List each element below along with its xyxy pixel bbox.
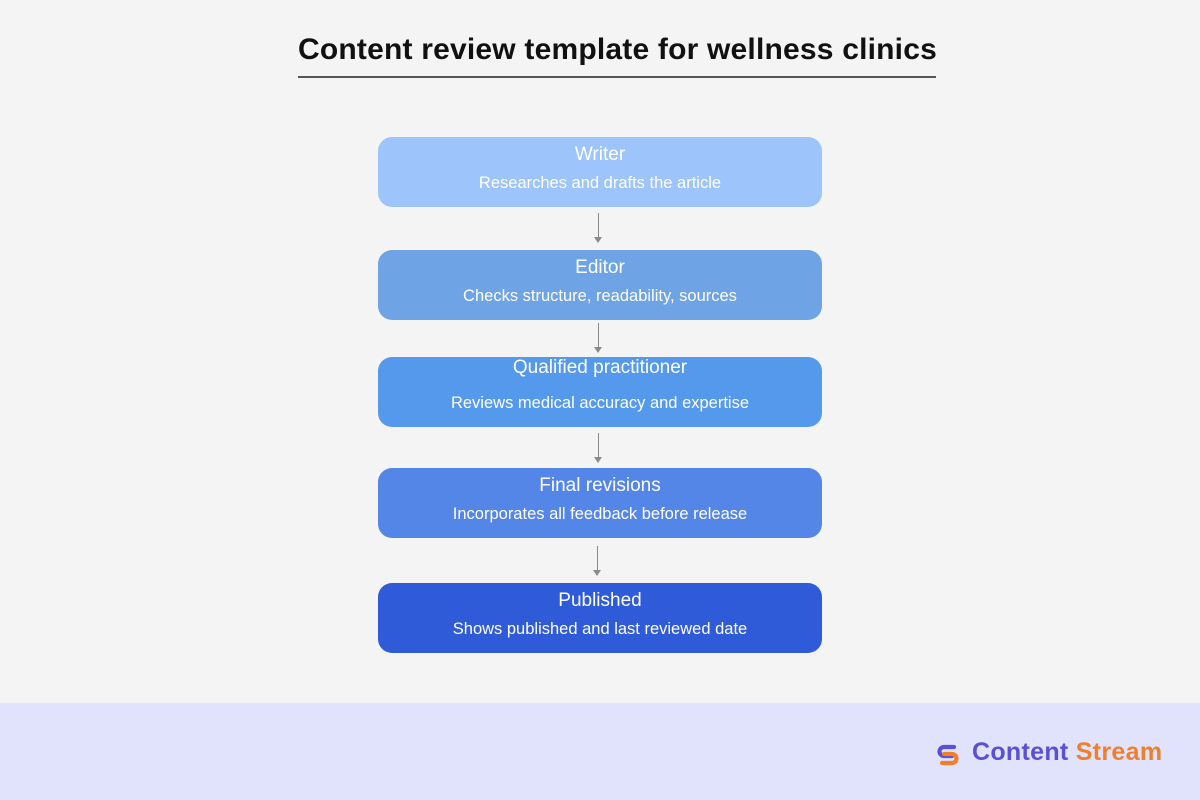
step-writer: Writer Researches and drafts the article (378, 137, 822, 207)
step-description: Checks structure, readability, sources (463, 287, 737, 305)
step-description: Incorporates all feedback before release (452, 505, 748, 523)
connector-arrow (592, 323, 604, 353)
brand-name-part1: Content (972, 738, 1069, 766)
step-qualified-practitioner: Qualified practitioner Reviews medical a… (378, 357, 822, 427)
brand-name-part2: Stream (1075, 738, 1163, 766)
step-title: Editor (575, 257, 625, 278)
step-editor: Editor Checks structure, readability, so… (378, 250, 822, 320)
title-block: Content review template for wellness cli… (298, 28, 937, 78)
step-published: Published Shows published and last revie… (378, 583, 822, 653)
connector-arrow (592, 213, 604, 243)
step-description: Researches and drafts the article (478, 174, 722, 192)
step-title: Qualified practitioner (512, 357, 688, 378)
brand-name: Content Stream (972, 738, 1162, 767)
step-description: Shows published and last reviewed date (452, 620, 748, 638)
step-title: Final revisions (539, 475, 661, 496)
content-stream-logo-icon (937, 744, 959, 766)
step-title: Writer (574, 144, 626, 165)
page-title: Content review template for wellness cli… (298, 33, 937, 66)
review-flow-diagram: Writer Researches and drafts the article… (378, 137, 822, 653)
step-title: Published (558, 590, 642, 611)
step-description: Reviews medical accuracy and expertise (450, 394, 750, 412)
footer-bar: Content Stream (0, 703, 1200, 800)
connector-arrow (592, 433, 604, 463)
connector-arrow (591, 546, 603, 576)
step-final-revisions: Final revisions Incorporates all feedbac… (378, 468, 822, 538)
